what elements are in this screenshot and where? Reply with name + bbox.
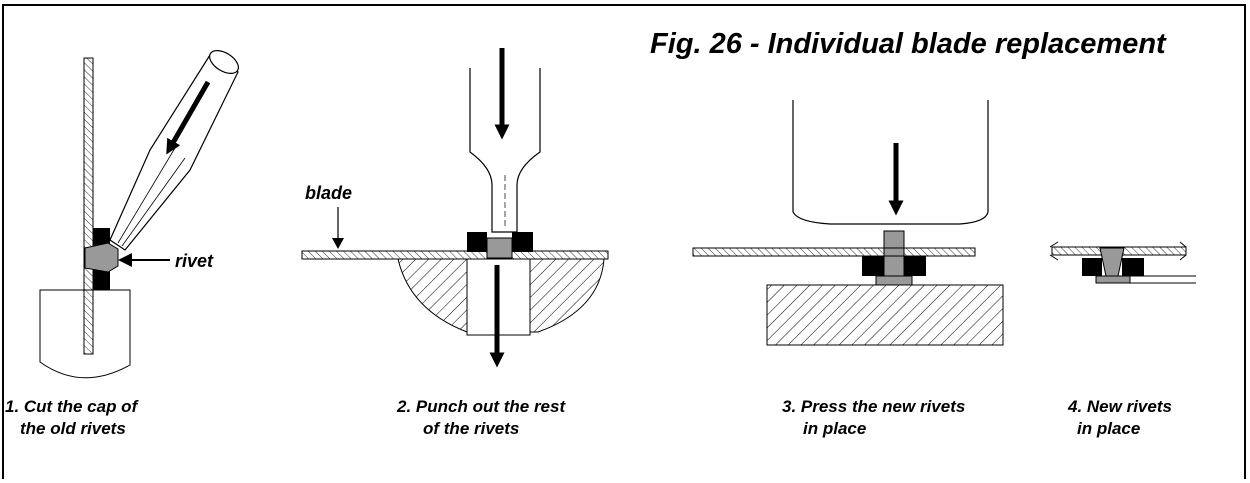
- step-2-illustration: [301, 48, 609, 368]
- svg-text:of the rivets: of the rivets: [423, 419, 519, 438]
- svg-text:3. Press the new rivets: 3. Press the new rivets: [782, 397, 965, 416]
- svg-text:in place: in place: [1077, 419, 1140, 438]
- step-3-caption: 3. Press the new rivets in place: [782, 397, 965, 438]
- figure-frame: [2, 4, 1246, 479]
- step-2-caption: 2. Punch out the rest of the rivets: [396, 397, 566, 438]
- svg-text:4. New rivets: 4. New rivets: [1067, 397, 1172, 416]
- blade-label: blade: [305, 183, 352, 203]
- step-4-caption: 4. New rivets in place: [1067, 397, 1172, 438]
- step-4-illustration: [1049, 241, 1196, 284]
- svg-text:the old rivets: the old rivets: [20, 419, 126, 438]
- figure-title: Fig. 26 - Individual blade replacement: [650, 28, 1167, 60]
- step-1-illustration: [39, 49, 239, 379]
- step-3-illustration: [692, 100, 1004, 346]
- step-1-caption: 1. Cut the cap of the old rivets: [5, 397, 140, 438]
- svg-text:1. Cut the cap of: 1. Cut the cap of: [5, 397, 140, 416]
- rivet-label: rivet: [175, 251, 214, 271]
- svg-text:in place: in place: [803, 419, 866, 438]
- svg-text:2. Punch out the rest: 2. Punch out the rest: [396, 397, 566, 416]
